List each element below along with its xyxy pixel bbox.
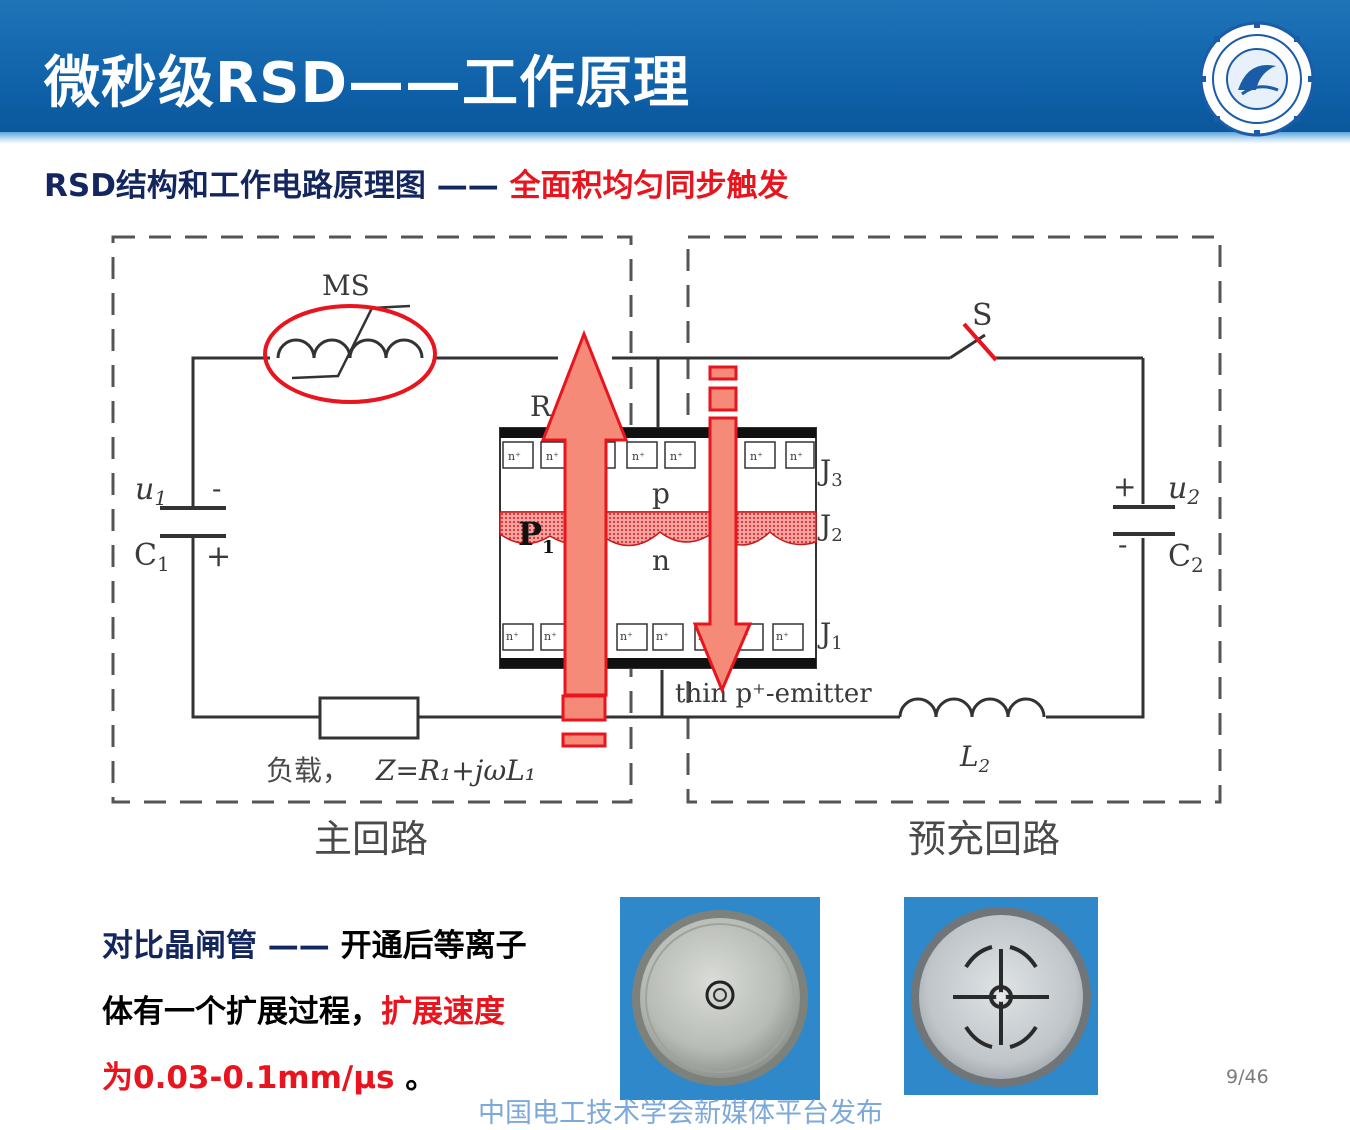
ms-highlight-ellipse — [263, 304, 437, 404]
spread-speed-value: 为0.03-0.1mm/μs — [102, 1060, 395, 1096]
comparison-body: 开通后等离子 — [340, 928, 527, 964]
nplus-top: n⁺ — [670, 450, 683, 463]
sentence-end: 。 — [394, 1060, 437, 1096]
c2-label: C — [1168, 539, 1191, 574]
ms-inductor-coil — [276, 338, 424, 359]
nplus-bottom: n⁺ — [620, 630, 633, 643]
u2-label: u — [1168, 471, 1187, 506]
c1-sub: 1 — [157, 552, 170, 576]
svg-text:P1: P1 — [518, 515, 555, 558]
ms-label: MS — [322, 269, 370, 302]
l2-label: L — [959, 740, 979, 773]
load-label: 负载， — [266, 754, 350, 787]
j2-sub: 2 — [831, 525, 842, 546]
header-shine — [0, 132, 1350, 144]
p-region-label: p — [652, 477, 670, 510]
load-resistor — [318, 696, 420, 740]
nplus-top: n⁺ — [750, 450, 763, 463]
device-photo-cross-gate — [904, 897, 1098, 1095]
subtitle-topic: RSD结构和工作电路原理图 —— — [44, 168, 499, 204]
slide-title: 微秒级RSD——工作原理 — [44, 51, 690, 116]
svg-text:C1: C1 — [134, 538, 170, 576]
u1-label: u — [135, 472, 154, 507]
j2-label: J — [817, 509, 831, 542]
switch-blade — [949, 333, 986, 360]
svg-text:J2: J2 — [817, 509, 843, 546]
main-loop-label: 主回路 — [314, 817, 428, 861]
slide-header — [0, 0, 1350, 142]
subtitle-highlight: 全面积均匀同步触发 — [498, 168, 789, 204]
n-region-label: n — [652, 544, 670, 577]
svg-text:J1: J1 — [817, 617, 843, 654]
down-current-arrow — [692, 365, 753, 694]
l2-sub: 2 — [978, 756, 990, 777]
capacitor-c1 — [160, 506, 226, 538]
ms-saturation-mark — [291, 304, 411, 380]
precharge-loop-label: 预充回路 — [908, 817, 1060, 861]
up-current-arrow — [540, 329, 629, 748]
c1-minus: - — [212, 472, 221, 505]
svg-text:u2: u2 — [1168, 471, 1200, 509]
j3-sub: 3 — [831, 470, 842, 491]
comparison-line-1: 对比晶闸管 —— 开通后等离子 — [102, 920, 527, 965]
j1-sub: 1 — [831, 633, 842, 654]
nplus-bottom: n⁺ — [506, 630, 519, 643]
school-emblem-icon — [1199, 21, 1315, 137]
rsd-circuit-diagram: S u1 C1 - + u2 C2 + - MS 负载， Z=R₁+jωL₁ L… — [111, 235, 1222, 861]
svg-text:J3: J3 — [817, 454, 843, 491]
c1-label: C — [134, 538, 157, 573]
inductor-l2 — [898, 697, 1046, 718]
capacitor-c2 — [1113, 505, 1175, 536]
p1-label: P — [518, 515, 542, 553]
load-formula: Z=R₁+jωL₁ — [375, 754, 536, 787]
svg-text:u1: u1 — [135, 472, 167, 510]
slide-subtitle: RSD结构和工作电路原理图 —— 全面积均匀同步触发 — [44, 160, 789, 205]
page-number: 9/46 — [1226, 1066, 1269, 1088]
j1-label: J — [817, 617, 831, 650]
nplus-top: n⁺ — [632, 450, 645, 463]
comparison-lead: 对比晶闸管 —— — [102, 928, 341, 964]
svg-text:C2: C2 — [1168, 539, 1204, 577]
svg-text:L2: L2 — [959, 740, 990, 777]
comparison-highlight: 扩展速度 — [381, 994, 505, 1030]
comparison-line-3: 为0.03-0.1mm/μs 。 — [102, 1052, 436, 1097]
switch-mark — [962, 322, 998, 362]
nplus-bottom: n⁺ — [776, 630, 789, 643]
c2-plus: + — [1113, 470, 1136, 503]
p1-sub: 1 — [542, 537, 555, 558]
comparison-body-2: 体有一个扩展过程， — [102, 994, 381, 1030]
nplus-top: n⁺ — [508, 450, 521, 463]
nplus-bottom: n⁺ — [656, 630, 669, 643]
rsd-device: n⁺ n⁺ n⁺ n⁺ n⁺ n⁺ n⁺ n⁺ n⁺ n⁺ n⁺ n⁺ n⁺ p… — [499, 427, 817, 669]
c2-minus: - — [1118, 528, 1127, 561]
nplus-bottom: n⁺ — [544, 630, 557, 643]
j3-label: J — [817, 454, 831, 487]
publisher-watermark: 中国电工技术学会新媒体平台发布 — [478, 1098, 883, 1129]
u2-sub: 2 — [1186, 485, 1200, 509]
emitter-label: thin p⁺-emitter — [675, 679, 872, 709]
nplus-top: n⁺ — [790, 450, 803, 463]
r-label: R — [530, 390, 552, 423]
device-photo-round — [620, 897, 820, 1100]
u1-sub: 1 — [154, 486, 167, 510]
c2-sub: 2 — [1191, 553, 1204, 577]
switch-label: S — [972, 298, 993, 333]
nplus-top: n⁺ — [546, 450, 559, 463]
comparison-line-2: 体有一个扩展过程，扩展速度 — [102, 986, 505, 1031]
c1-plus: + — [206, 539, 231, 574]
